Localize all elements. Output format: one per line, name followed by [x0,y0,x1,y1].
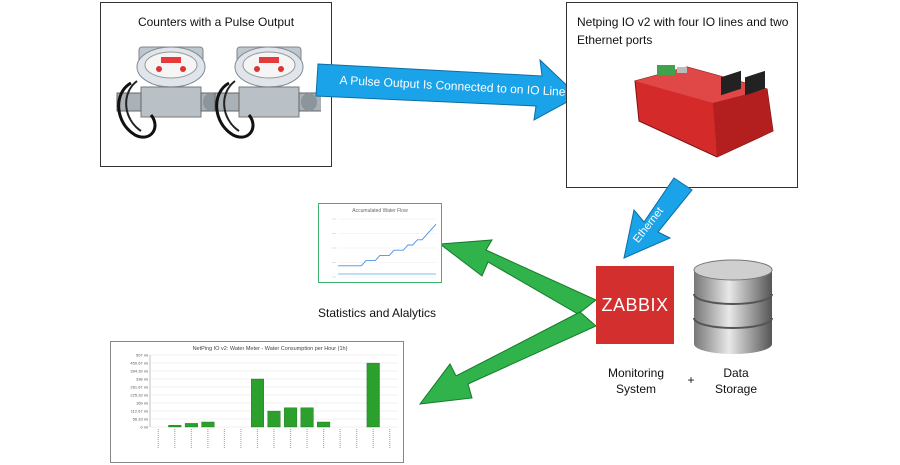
bar [184,423,198,428]
netping-title-line1: Netping IO v2 with four IO lines and two [577,15,789,29]
bar-chart-y-tick-label: 338 ml [136,377,148,382]
monitoring-system-caption-2: System [615,382,656,396]
bar-chart-y-tick-label: 507 ml [136,353,148,358]
water-consumption-bar-chart: NetPing IO v2: Water Meter - Water Consu… [110,341,404,463]
line-chart-title: Accumulated Water Flow [352,208,408,214]
bar-chart-y-tick-label: 450.67 ml [130,361,148,366]
water-meter-images [116,46,321,139]
bar [300,407,314,428]
green-arrows [418,239,597,405]
bar-chart-y-tick-label: 281.67 ml [130,385,148,390]
accumulated-flow-chart: Accumulated Water Flow [318,203,442,283]
data-storage-caption-1: Data [723,366,749,380]
ethernet-arrow [623,177,693,259]
bar [168,425,182,428]
bar [366,362,380,428]
bar [317,421,331,428]
statistics-label: Statistics and Alalytics [318,306,437,320]
water-meter-1 [116,46,226,139]
counters-title: Counters with a Pulse Output [137,15,295,29]
bar [267,410,281,428]
netping-title-line2: Ethernet ports [577,33,653,47]
plus-sign: + [687,373,695,387]
netping-box: Netping IO v2 with four IO lines and two… [566,2,798,188]
zabbix-logo-text: ZABBIX [601,294,669,315]
line-series-1 [338,223,437,267]
bar-chart-y-tick-label: 112.67 ml [131,409,148,414]
counters-box: Counters with a Pulse Output [100,2,332,167]
bar-chart-y-tick-label: 225.33 ml [130,393,148,398]
zabbix-logo: ZABBIX [596,266,674,344]
bar-chart-y-tick-label: 0 ml [140,425,148,430]
bar [250,378,264,428]
database-icon [693,259,773,354]
bar-chart-y-tick-label: 169 ml [136,401,148,406]
netping-device-image [634,65,774,158]
bar-chart-y-tick-label: 394.33 ml [130,369,148,374]
bar [284,407,298,428]
water-meter-2 [214,46,321,139]
bar-chart-title: NetPing IO v2: Water Meter - Water Consu… [193,346,348,352]
monitoring-system-caption-1: Monitoring [607,366,665,380]
pulse-arrow [315,58,579,121]
data-storage-caption-2: Storage [714,382,758,396]
bar [201,421,215,428]
bar-chart-y-tick-label: 56.33 ml [133,417,148,422]
